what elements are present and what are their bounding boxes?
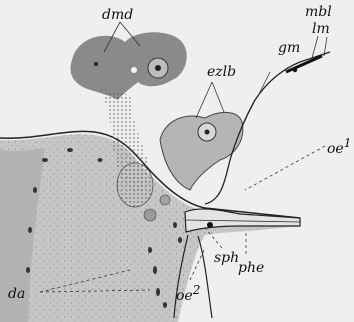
cell-b (160, 195, 170, 205)
label-oe2-sup: 2 (192, 283, 201, 297)
label-oe1-sup: 1 (344, 136, 352, 150)
bud-nucleolus (205, 130, 210, 135)
label-mbl: mbl (305, 4, 332, 20)
label-oe2-main: oe (176, 288, 193, 304)
label-gm: gm (278, 40, 300, 56)
gland-nucleus-2 (94, 62, 98, 66)
label-ezlb: ezlb (207, 64, 236, 80)
label-lm: lm (312, 21, 330, 37)
cell-cluster (117, 163, 153, 207)
label-oe1-main: oe (327, 141, 344, 157)
gland-nucleolus-1 (155, 65, 161, 71)
mbl-node (293, 68, 297, 72)
cell-a (144, 209, 156, 221)
label-da: da (8, 286, 25, 302)
sph-dot (207, 222, 213, 228)
gland-vacuole (131, 67, 137, 73)
label-dmd: dmd (102, 7, 133, 23)
label-sph: sph (214, 250, 239, 266)
label-phe: phe (238, 260, 264, 276)
